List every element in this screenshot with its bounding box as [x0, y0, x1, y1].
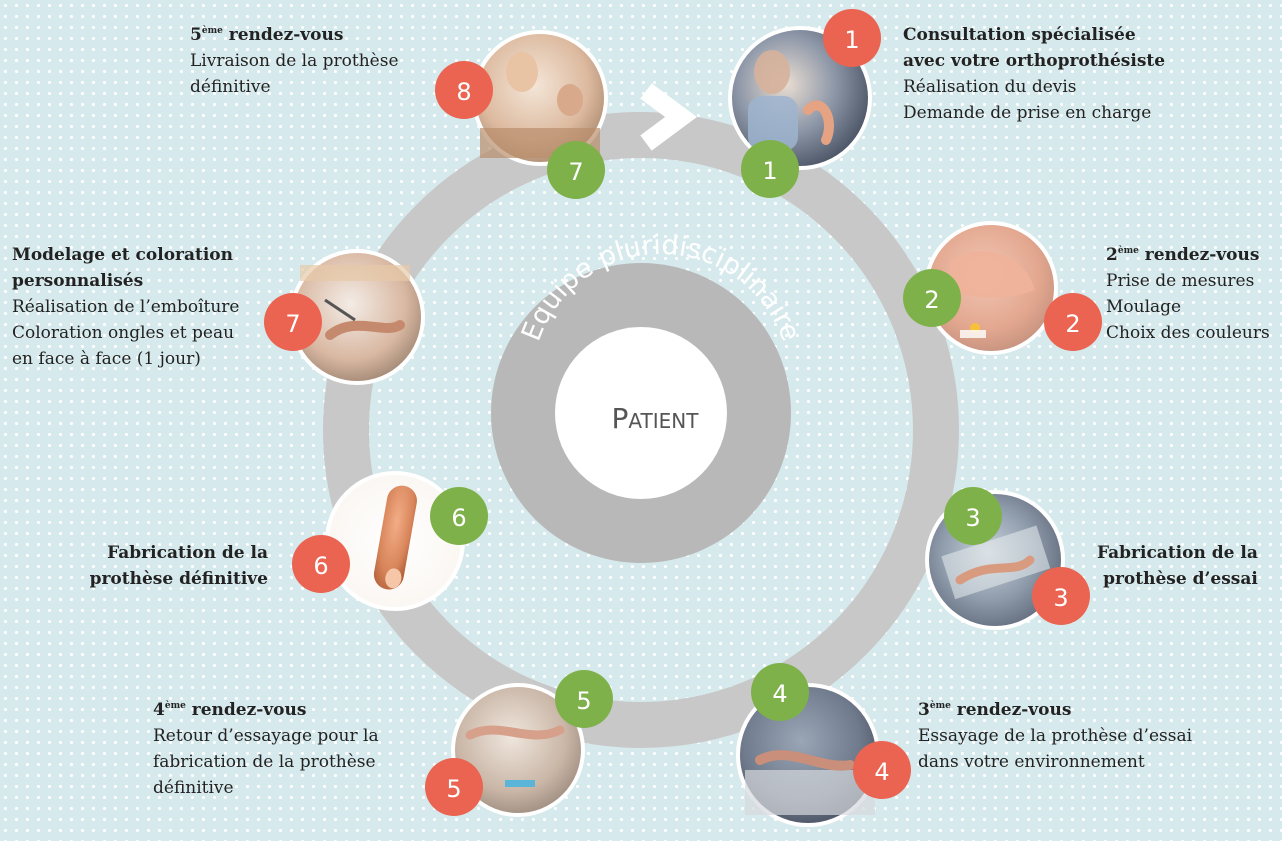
- svg-text:2: 2: [924, 286, 939, 314]
- center-core-label: Patient: [612, 402, 700, 435]
- step-3-title-line-1: Fabrication de la: [1097, 543, 1258, 563]
- svg-text:6: 6: [313, 552, 328, 580]
- svg-text:1: 1: [762, 157, 777, 185]
- step-photo-2: [924, 221, 1058, 355]
- step-8-line-2: définitive: [190, 77, 271, 97]
- red-badge-2: 2: [1044, 293, 1102, 351]
- green-badge-7: 7: [547, 141, 605, 199]
- chevron-right-icon: [640, 83, 697, 151]
- svg-text:2: 2: [1065, 310, 1080, 338]
- red-badge-6: 6: [292, 535, 350, 593]
- step-1-line-1: Réalisation du devis: [903, 77, 1077, 97]
- step-2-text: 2ème rendez-vous Prise de mesures Moulag…: [1106, 242, 1270, 346]
- svg-text:5: 5: [576, 687, 591, 715]
- step-8-text: 5ème rendez-vous Livraison de la prothès…: [190, 22, 399, 100]
- red-badge-3: 3: [1032, 567, 1090, 625]
- step-photo-1: [728, 26, 872, 170]
- step-6-text: Fabrication de la prothèse définitive: [72, 540, 268, 592]
- red-badge-5: 5: [425, 758, 483, 816]
- step-5-line-3: définitive: [153, 778, 234, 798]
- step-7-text: Modelage et coloration personnalisés Réa…: [12, 242, 239, 372]
- green-badge-1: 1: [741, 140, 799, 198]
- step-6-title-line-2: prothèse définitive: [89, 569, 268, 589]
- step-1-title-line-1: Consultation spécialisée: [903, 25, 1136, 45]
- step-7-line-3: en face à face (1 jour): [12, 349, 201, 369]
- step-2-line-3: Choix des couleurs: [1106, 323, 1270, 343]
- step-7-line-1: Réalisation de l’emboîture: [12, 297, 240, 317]
- svg-text:3: 3: [1053, 584, 1068, 612]
- green-badge-3: 3: [944, 487, 1002, 545]
- step-1-text: Consultation spécialisée avec votre orth…: [903, 22, 1165, 126]
- step-4-line-2: dans votre environnement: [918, 752, 1145, 772]
- step-4-title: 3ème rendez-vous: [918, 700, 1072, 720]
- step-5-line-2: fabrication de la prothèse: [153, 752, 376, 772]
- green-badge-4: 4: [751, 663, 809, 721]
- step-5-line-1: Retour d’essayage pour la: [153, 726, 379, 746]
- step-2-line-1: Prise de mesures: [1106, 271, 1255, 291]
- step-4-line-1: Essayage de la prothèse d’essai: [918, 726, 1193, 746]
- svg-text:3: 3: [965, 504, 980, 532]
- step-2-line-2: Moulage: [1106, 297, 1182, 317]
- step-8-title: 5ème rendez-vous: [190, 25, 344, 45]
- step-4-text: 3ème rendez-vous Essayage de la prothèse…: [918, 697, 1192, 775]
- center-core: [555, 327, 727, 499]
- step-1-title-line-2: avec votre orthoprothésiste: [903, 51, 1166, 71]
- step-photo-6: [325, 471, 465, 611]
- svg-text:7: 7: [285, 310, 300, 338]
- red-badge-7: 7: [264, 293, 322, 351]
- svg-text:6: 6: [451, 504, 466, 532]
- svg-text:4: 4: [772, 680, 787, 708]
- step-3-text: Fabrication de la prothèse d’essai: [1097, 540, 1258, 592]
- svg-text:5: 5: [446, 775, 461, 803]
- step-5-title: 4ème rendez-vous: [153, 700, 307, 720]
- step-7-title-line-2: personnalisés: [12, 271, 144, 291]
- svg-text:7: 7: [568, 158, 583, 186]
- green-badge-5: 5: [555, 670, 613, 728]
- step-2-title: 2ème rendez-vous: [1106, 245, 1260, 265]
- svg-text:4: 4: [874, 758, 889, 786]
- green-badge-6: 6: [430, 487, 488, 545]
- svg-text:1: 1: [844, 26, 859, 54]
- red-badge-8: 8: [435, 61, 493, 119]
- red-badge-1: 1: [823, 9, 881, 67]
- step-3-title-line-2: prothèse d’essai: [1103, 569, 1258, 589]
- step-7-line-2: Coloration ongles et peau: [12, 323, 235, 343]
- step-photo-5: [451, 683, 585, 817]
- step-8-line-1: Livraison de la prothèse: [190, 51, 399, 71]
- step-5-text: 4ème rendez-vous Retour d’essayage pour …: [153, 697, 389, 801]
- step-1-line-2: Demande de prise en charge: [903, 103, 1152, 123]
- step-7-title-line-1: Modelage et coloration: [12, 245, 234, 265]
- red-badge-4: 4: [853, 741, 911, 799]
- green-badge-2: 2: [903, 269, 961, 327]
- step-6-title-line-1: Fabrication de la: [107, 543, 268, 563]
- svg-text:8: 8: [456, 78, 471, 106]
